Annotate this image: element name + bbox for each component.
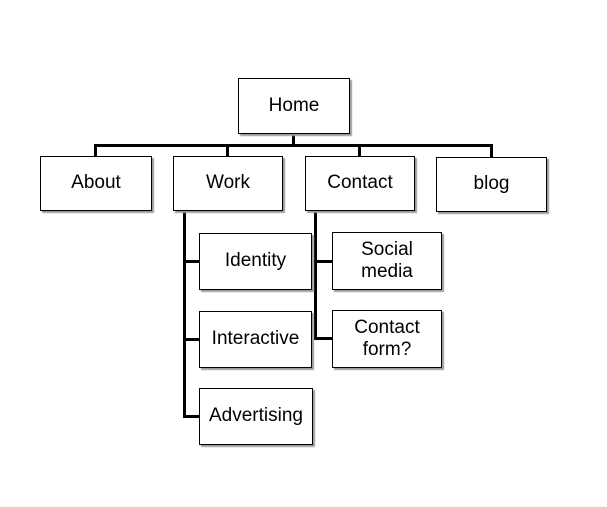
connector-identity-stub [183,260,200,263]
node-advertising-label: Advertising [209,405,303,427]
connector-work-vertical [183,209,186,418]
node-contact: Contact [305,156,415,211]
node-contact-form-label: Contact form? [354,316,420,360]
node-blog-label: blog [473,173,510,195]
node-interactive-label: Interactive [211,328,300,350]
node-home: Home [238,78,350,134]
node-social-media-label: Social media [361,238,413,282]
node-interactive: Interactive [199,311,312,368]
connector-about-drop [94,144,97,157]
node-home-label: Home [268,94,320,116]
connector-trunk-horizontal [94,144,493,147]
node-contact-label: Contact [327,172,393,194]
connector-social-stub [314,260,333,263]
node-advertising: Advertising [199,388,313,445]
connector-contact-drop [358,144,361,157]
node-social-media: Social media [332,232,442,290]
connector-interactive-stub [183,338,200,341]
node-about-label: About [71,172,121,194]
node-work: Work [173,156,283,211]
node-contact-form: Contact form? [332,310,442,368]
node-blog: blog [436,157,547,212]
connector-advertising-stub [183,415,200,418]
connector-work-drop [226,144,229,157]
connector-blog-drop [490,144,493,157]
node-about: About [40,156,152,211]
node-identity: Identity [199,233,312,290]
node-identity-label: Identity [224,250,287,272]
connector-home-down [292,132,295,146]
connector-contact-vertical [314,209,317,340]
node-work-label: Work [206,172,250,194]
connector-contactform-stub [314,337,333,340]
